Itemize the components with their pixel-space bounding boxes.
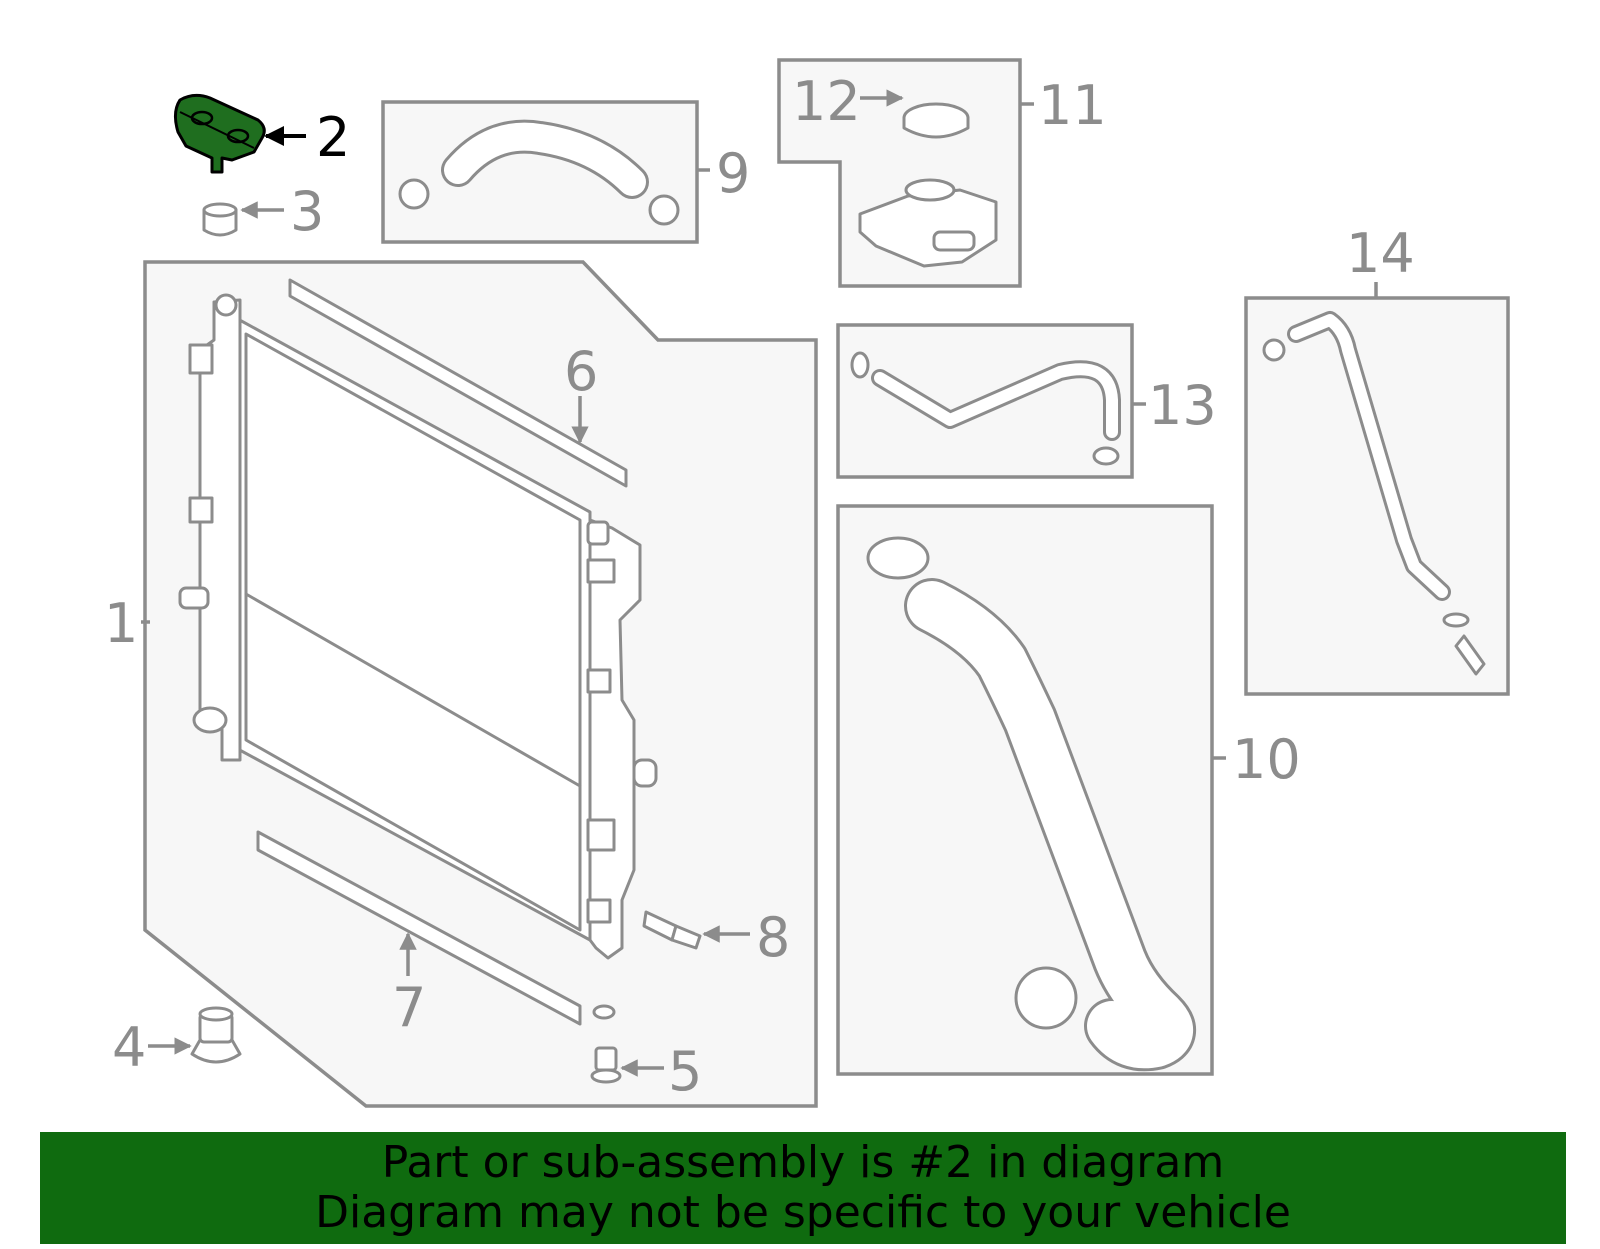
callout-8: 8 — [756, 906, 790, 969]
callout-6: 6 — [564, 340, 598, 403]
reservoir-group-11 — [777, 58, 1022, 288]
left-tank-mount — [192, 706, 228, 734]
hose-10-clamp-top — [866, 536, 930, 580]
part-5-drain-plug — [590, 1004, 622, 1084]
left-tank-outlet — [178, 586, 210, 610]
hose-10-clamp-bottom — [1014, 966, 1078, 1030]
callout-10: 10 — [1232, 728, 1301, 791]
callout-12: 12 — [792, 70, 861, 133]
radiator-core-divider — [244, 592, 582, 788]
right-tank-bracket-2 — [586, 668, 612, 694]
hose-13-oring-left — [850, 351, 870, 379]
hose-14-oring — [1442, 612, 1470, 628]
hose-group-9 — [381, 100, 699, 244]
part-12-cap — [902, 102, 970, 139]
right-tank-bracket-3 — [586, 818, 616, 852]
reservoir-filler-neck — [858, 178, 998, 268]
radiator-assembly-group — [143, 202, 818, 1108]
radiator-core-inner — [244, 332, 582, 932]
callout-5: 5 — [668, 1040, 702, 1103]
right-tank-cap — [586, 520, 610, 546]
hose-group-13 — [836, 323, 1134, 479]
hose-14-clamp — [1262, 338, 1286, 362]
callout-9: 9 — [716, 142, 750, 205]
part-3-grommet — [202, 202, 238, 237]
banner-line-1: Part or sub-assembly is #2 in diagram — [381, 1137, 1225, 1188]
callout-13: 13 — [1148, 374, 1217, 437]
callout-labels: 1 2 3 4 5 6 7 8 9 10 11 12 13 14 — [104, 70, 1415, 1103]
hose-9-clamp-right — [648, 194, 680, 226]
left-tank-cap — [214, 293, 238, 317]
part-2-bracket-highlighted — [173, 93, 266, 174]
part-4-mount-bushing — [190, 1006, 242, 1064]
hose-group-14 — [1244, 296, 1510, 696]
callout-4: 4 — [112, 1016, 146, 1079]
callout-14: 14 — [1346, 222, 1415, 285]
callout-1: 1 — [104, 592, 138, 655]
callout-7: 7 — [392, 976, 426, 1039]
lower-seal-part-7 — [256, 830, 582, 1026]
right-tank-bracket-4 — [586, 898, 612, 924]
info-banner: Part or sub-assembly is #2 in diagram Di… — [40, 1132, 1566, 1244]
hose-group-14-box — [1244, 296, 1510, 696]
hose-13-oring-right — [1092, 446, 1120, 466]
hose-14-fitting — [1454, 634, 1486, 676]
callout-2: 2 — [316, 106, 350, 169]
left-tank-bracket-1 — [188, 343, 214, 375]
hose-9-clamp-left — [398, 178, 430, 210]
callout-3: 3 — [290, 180, 324, 243]
upper-seal-part-6 — [288, 278, 628, 488]
left-tank-bracket-2 — [188, 496, 214, 524]
right-tank-bracket-1 — [586, 558, 616, 584]
right-tank-inlet — [632, 758, 658, 788]
leader-lines — [141, 89, 1378, 1077]
callout-11: 11 — [1038, 74, 1107, 137]
banner-line-2: Diagram may not be specific to your vehi… — [315, 1187, 1291, 1238]
hose-group-10 — [836, 504, 1214, 1076]
part-8-sensor — [642, 910, 702, 950]
